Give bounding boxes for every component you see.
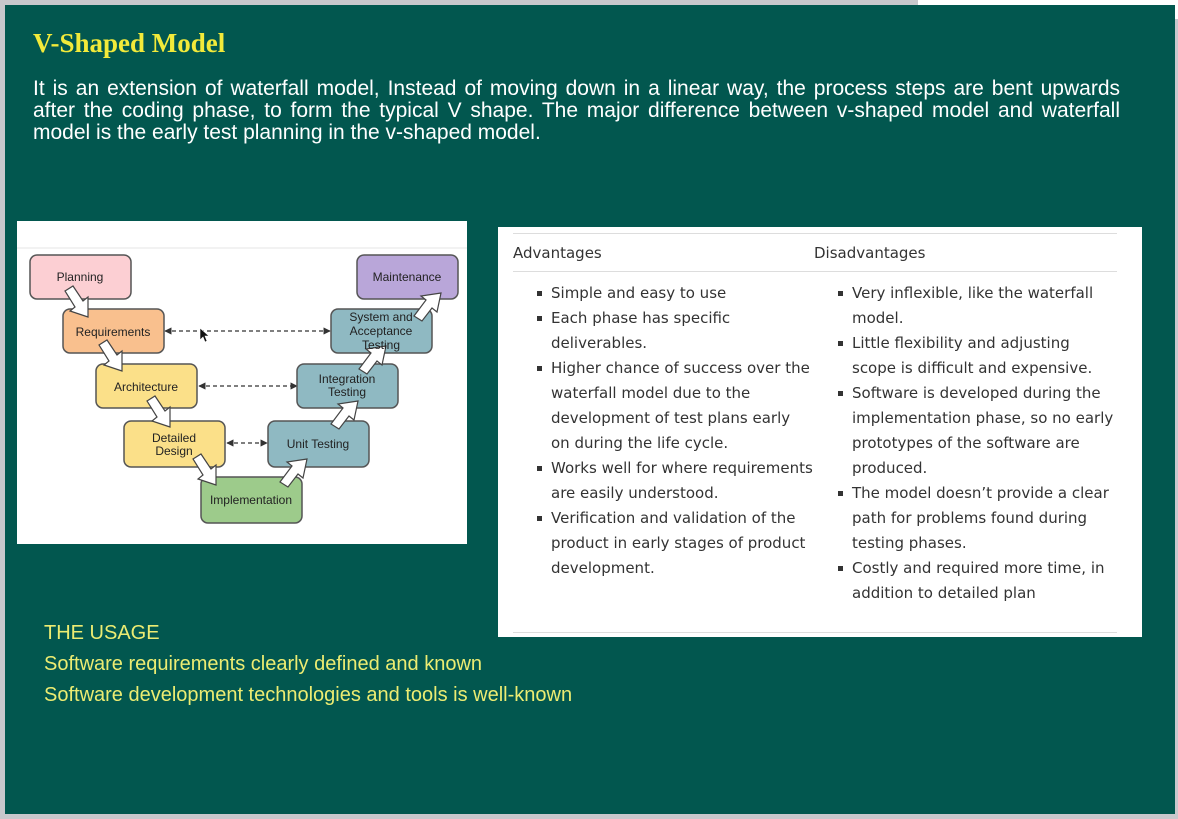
- advantage-item: Higher chance of success over the waterf…: [513, 356, 813, 456]
- implementation-box: [200, 476, 303, 524]
- integration-label-1: Integration: [319, 372, 376, 386]
- implementation-label: Implementation: [210, 493, 292, 507]
- requirements-label: Requirements: [76, 325, 151, 339]
- table-header-rule: [513, 271, 1117, 272]
- detailed-design-label-2: Design: [155, 444, 192, 458]
- usage-line: Software development technologies and to…: [44, 684, 573, 706]
- disadvantage-item: Software is developed during the impleme…: [814, 381, 1117, 481]
- disadvantages-header: Disadvantages: [814, 244, 926, 262]
- integration-to-system-arrow: [358, 345, 387, 375]
- slide: V-Shaped Model It is an extension of wat…: [5, 5, 1175, 814]
- implementation-to-unit-arrow: [279, 458, 308, 488]
- system-to-maintenance-arrow: [413, 292, 442, 322]
- unit-testing-label: Unit Testing: [287, 437, 349, 451]
- slide-title: V-Shaped Model: [33, 28, 226, 58]
- maintenance-label: Maintenance: [373, 270, 442, 284]
- advantages-list: Simple and easy to use Each phase has sp…: [513, 281, 813, 581]
- disadvantage-item: Very inflexible, like the waterfall mode…: [814, 281, 1117, 331]
- advantage-item: Simple and easy to use: [513, 281, 813, 306]
- unit-to-integration-arrow: [330, 400, 359, 430]
- architecture-box: [95, 363, 198, 409]
- intro-paragraph: It is an extension of waterfall model, I…: [33, 77, 1120, 144]
- v-model-svg: Planning Requirements Architecture Detai…: [17, 247, 467, 524]
- unit-testing-box: [267, 420, 370, 468]
- table-top-rule: [513, 233, 1117, 234]
- system-label-1: System and: [349, 310, 412, 324]
- system-label-3: Testing: [362, 338, 400, 352]
- mouse-cursor-icon: [199, 327, 210, 343]
- advantage-item: Works well for where requirements are ea…: [513, 456, 813, 506]
- maintenance-box: [356, 254, 459, 300]
- architecture-to-design-arrow: [146, 395, 171, 428]
- system-label-2: Acceptance: [350, 324, 413, 338]
- usage-heading: THE USAGE: [44, 622, 160, 644]
- advantage-item: Verification and validation of the produ…: [513, 506, 813, 581]
- architecture-label: Architecture: [114, 380, 178, 394]
- disadvantage-item: Costly and required more time, in additi…: [814, 556, 1117, 606]
- table-bottom-rule: [513, 632, 1117, 633]
- usage-line: Software requirements clearly defined an…: [44, 653, 483, 675]
- requirements-to-architecture-arrow: [98, 339, 123, 372]
- advantages-disadvantages-table: Advantages Disadvantages Simple and easy…: [498, 227, 1142, 637]
- v-model-diagram: Planning Requirements Architecture Detai…: [17, 221, 467, 544]
- integration-label-2: Testing: [328, 385, 366, 399]
- detailed-design-label-1: Detailed: [152, 431, 196, 445]
- disadvantage-item: Little flexibility and adjusting scope i…: [814, 331, 1117, 381]
- advantage-item: Each phase has specific deliverables.: [513, 306, 813, 356]
- disadvantage-item: The model doesn’t provide a clear path f…: [814, 481, 1117, 556]
- planning-label: Planning: [57, 270, 104, 284]
- disadvantages-list: Very inflexible, like the waterfall mode…: [814, 281, 1117, 606]
- usage-section: THE USAGE Software requirements clearly …: [44, 618, 572, 711]
- design-to-implementation-arrow: [192, 453, 217, 486]
- advantages-header: Advantages: [513, 244, 602, 262]
- planning-to-requirements-arrow: [64, 285, 89, 318]
